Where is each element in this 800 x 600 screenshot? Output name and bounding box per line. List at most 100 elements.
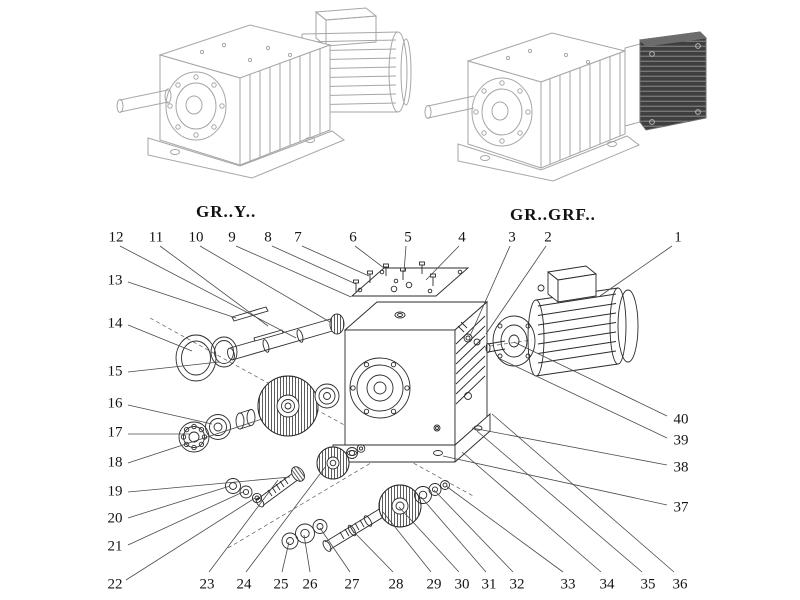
part-number-14: 14 bbox=[106, 315, 124, 332]
leader-line-27 bbox=[319, 527, 351, 573]
part-number-18: 18 bbox=[106, 454, 124, 471]
leader-line-39 bbox=[497, 357, 668, 439]
leader-line-1 bbox=[599, 245, 673, 297]
part-number-1: 1 bbox=[673, 229, 683, 246]
part-number-23: 23 bbox=[198, 576, 216, 593]
part-number-21: 21 bbox=[106, 538, 124, 555]
part-number-39: 39 bbox=[672, 432, 690, 449]
leader-line-19 bbox=[127, 476, 291, 493]
part-number-25: 25 bbox=[272, 576, 290, 593]
part-number-36: 36 bbox=[671, 576, 689, 593]
variant-title-gr-grf: GR..GRF.. bbox=[510, 205, 596, 224]
leader-line-14 bbox=[127, 324, 193, 352]
leader-line-31 bbox=[420, 496, 487, 573]
part-number-32: 32 bbox=[508, 576, 526, 593]
part-number-38: 38 bbox=[672, 459, 690, 476]
part-number-13: 13 bbox=[106, 272, 124, 289]
gearmotor-grgrf-illustration bbox=[424, 31, 708, 182]
leader-line-40 bbox=[513, 341, 668, 417]
leader-line-36 bbox=[491, 413, 675, 573]
leader-line-9 bbox=[235, 245, 352, 298]
part-number-34: 34 bbox=[598, 576, 616, 593]
leader-line-7 bbox=[301, 245, 370, 277]
part-number-20: 20 bbox=[106, 510, 124, 527]
leader-lines bbox=[119, 245, 675, 581]
leader-line-24 bbox=[245, 465, 327, 573]
leader-line-10 bbox=[199, 245, 331, 323]
part-number-26: 26 bbox=[301, 576, 319, 593]
part-number-8: 8 bbox=[263, 229, 273, 246]
large-gear bbox=[257, 375, 340, 437]
part-number-3: 3 bbox=[507, 229, 517, 246]
leader-line-28 bbox=[351, 529, 394, 573]
part-number-29: 29 bbox=[425, 576, 443, 593]
gearbox-illustration-right bbox=[424, 32, 640, 182]
part-number-6: 6 bbox=[348, 229, 358, 246]
part-number-24: 24 bbox=[235, 576, 253, 593]
part-number-22: 22 bbox=[106, 576, 124, 593]
input-shaft-assembly bbox=[281, 480, 450, 552]
leader-line-33 bbox=[445, 485, 564, 573]
part-number-28: 28 bbox=[387, 576, 405, 593]
part-number-16: 16 bbox=[106, 395, 124, 412]
leader-line-30 bbox=[398, 506, 460, 573]
leader-line-13 bbox=[127, 281, 237, 319]
part-number-9: 9 bbox=[227, 229, 237, 246]
part-number-17: 17 bbox=[106, 424, 124, 441]
leader-line-2 bbox=[485, 245, 547, 335]
part-number-19: 19 bbox=[106, 483, 124, 500]
leader-line-25 bbox=[281, 541, 290, 573]
leader-line-34 bbox=[461, 451, 602, 573]
leader-line-32 bbox=[433, 489, 514, 573]
leader-line-29 bbox=[382, 511, 432, 573]
part-number-40: 40 bbox=[672, 411, 690, 428]
leader-line-26 bbox=[303, 534, 311, 573]
leader-line-18 bbox=[127, 418, 263, 464]
leader-line-3 bbox=[469, 245, 511, 337]
part-number-5: 5 bbox=[403, 229, 413, 246]
leader-line-4 bbox=[425, 245, 460, 281]
part-number-31: 31 bbox=[480, 576, 498, 593]
leader-line-16 bbox=[127, 404, 213, 425]
leader-line-5 bbox=[403, 245, 407, 273]
part-number-11: 11 bbox=[147, 229, 165, 246]
motor-exploded bbox=[492, 265, 639, 377]
leader-line-23 bbox=[208, 479, 279, 573]
gearmotor-gry-illustration bbox=[116, 7, 412, 179]
part-number-7: 7 bbox=[293, 229, 303, 246]
pinion-shaft-group bbox=[225, 466, 305, 508]
cover-bolts bbox=[353, 261, 436, 293]
leader-line-11 bbox=[159, 245, 269, 327]
part-number-35: 35 bbox=[639, 576, 657, 593]
exploded-view bbox=[149, 261, 639, 552]
part-number-37: 37 bbox=[672, 499, 690, 516]
output-bearings bbox=[178, 409, 256, 453]
leader-line-35 bbox=[476, 430, 643, 573]
leader-line-37 bbox=[442, 455, 668, 506]
part-number-33: 33 bbox=[559, 576, 577, 593]
part-number-15: 15 bbox=[106, 363, 124, 380]
second-gear-group bbox=[316, 444, 366, 480]
leader-line-12 bbox=[119, 245, 297, 339]
brake-motor-block bbox=[624, 31, 708, 131]
part-number-2: 2 bbox=[543, 229, 553, 246]
variant-title-gr-y: GR..Y.. bbox=[196, 202, 257, 221]
leader-line-21 bbox=[127, 491, 244, 546]
input-fasteners bbox=[457, 321, 506, 353]
leader-line-8 bbox=[271, 245, 357, 285]
oil-seal-and-shim bbox=[175, 334, 238, 382]
part-number-10: 10 bbox=[187, 229, 205, 246]
gearbox-illustration-left bbox=[116, 24, 346, 179]
leader-line-22 bbox=[125, 497, 256, 581]
part-number-30: 30 bbox=[453, 576, 471, 593]
leader-line-20 bbox=[127, 485, 231, 519]
leader-line-38 bbox=[471, 427, 668, 466]
leader-line-15 bbox=[127, 361, 220, 373]
part-number-12: 12 bbox=[107, 229, 125, 246]
output-shaft-assembly bbox=[227, 306, 345, 361]
part-number-27: 27 bbox=[343, 576, 361, 593]
part-number-4: 4 bbox=[457, 229, 467, 246]
gearbox-housing bbox=[332, 301, 491, 463]
